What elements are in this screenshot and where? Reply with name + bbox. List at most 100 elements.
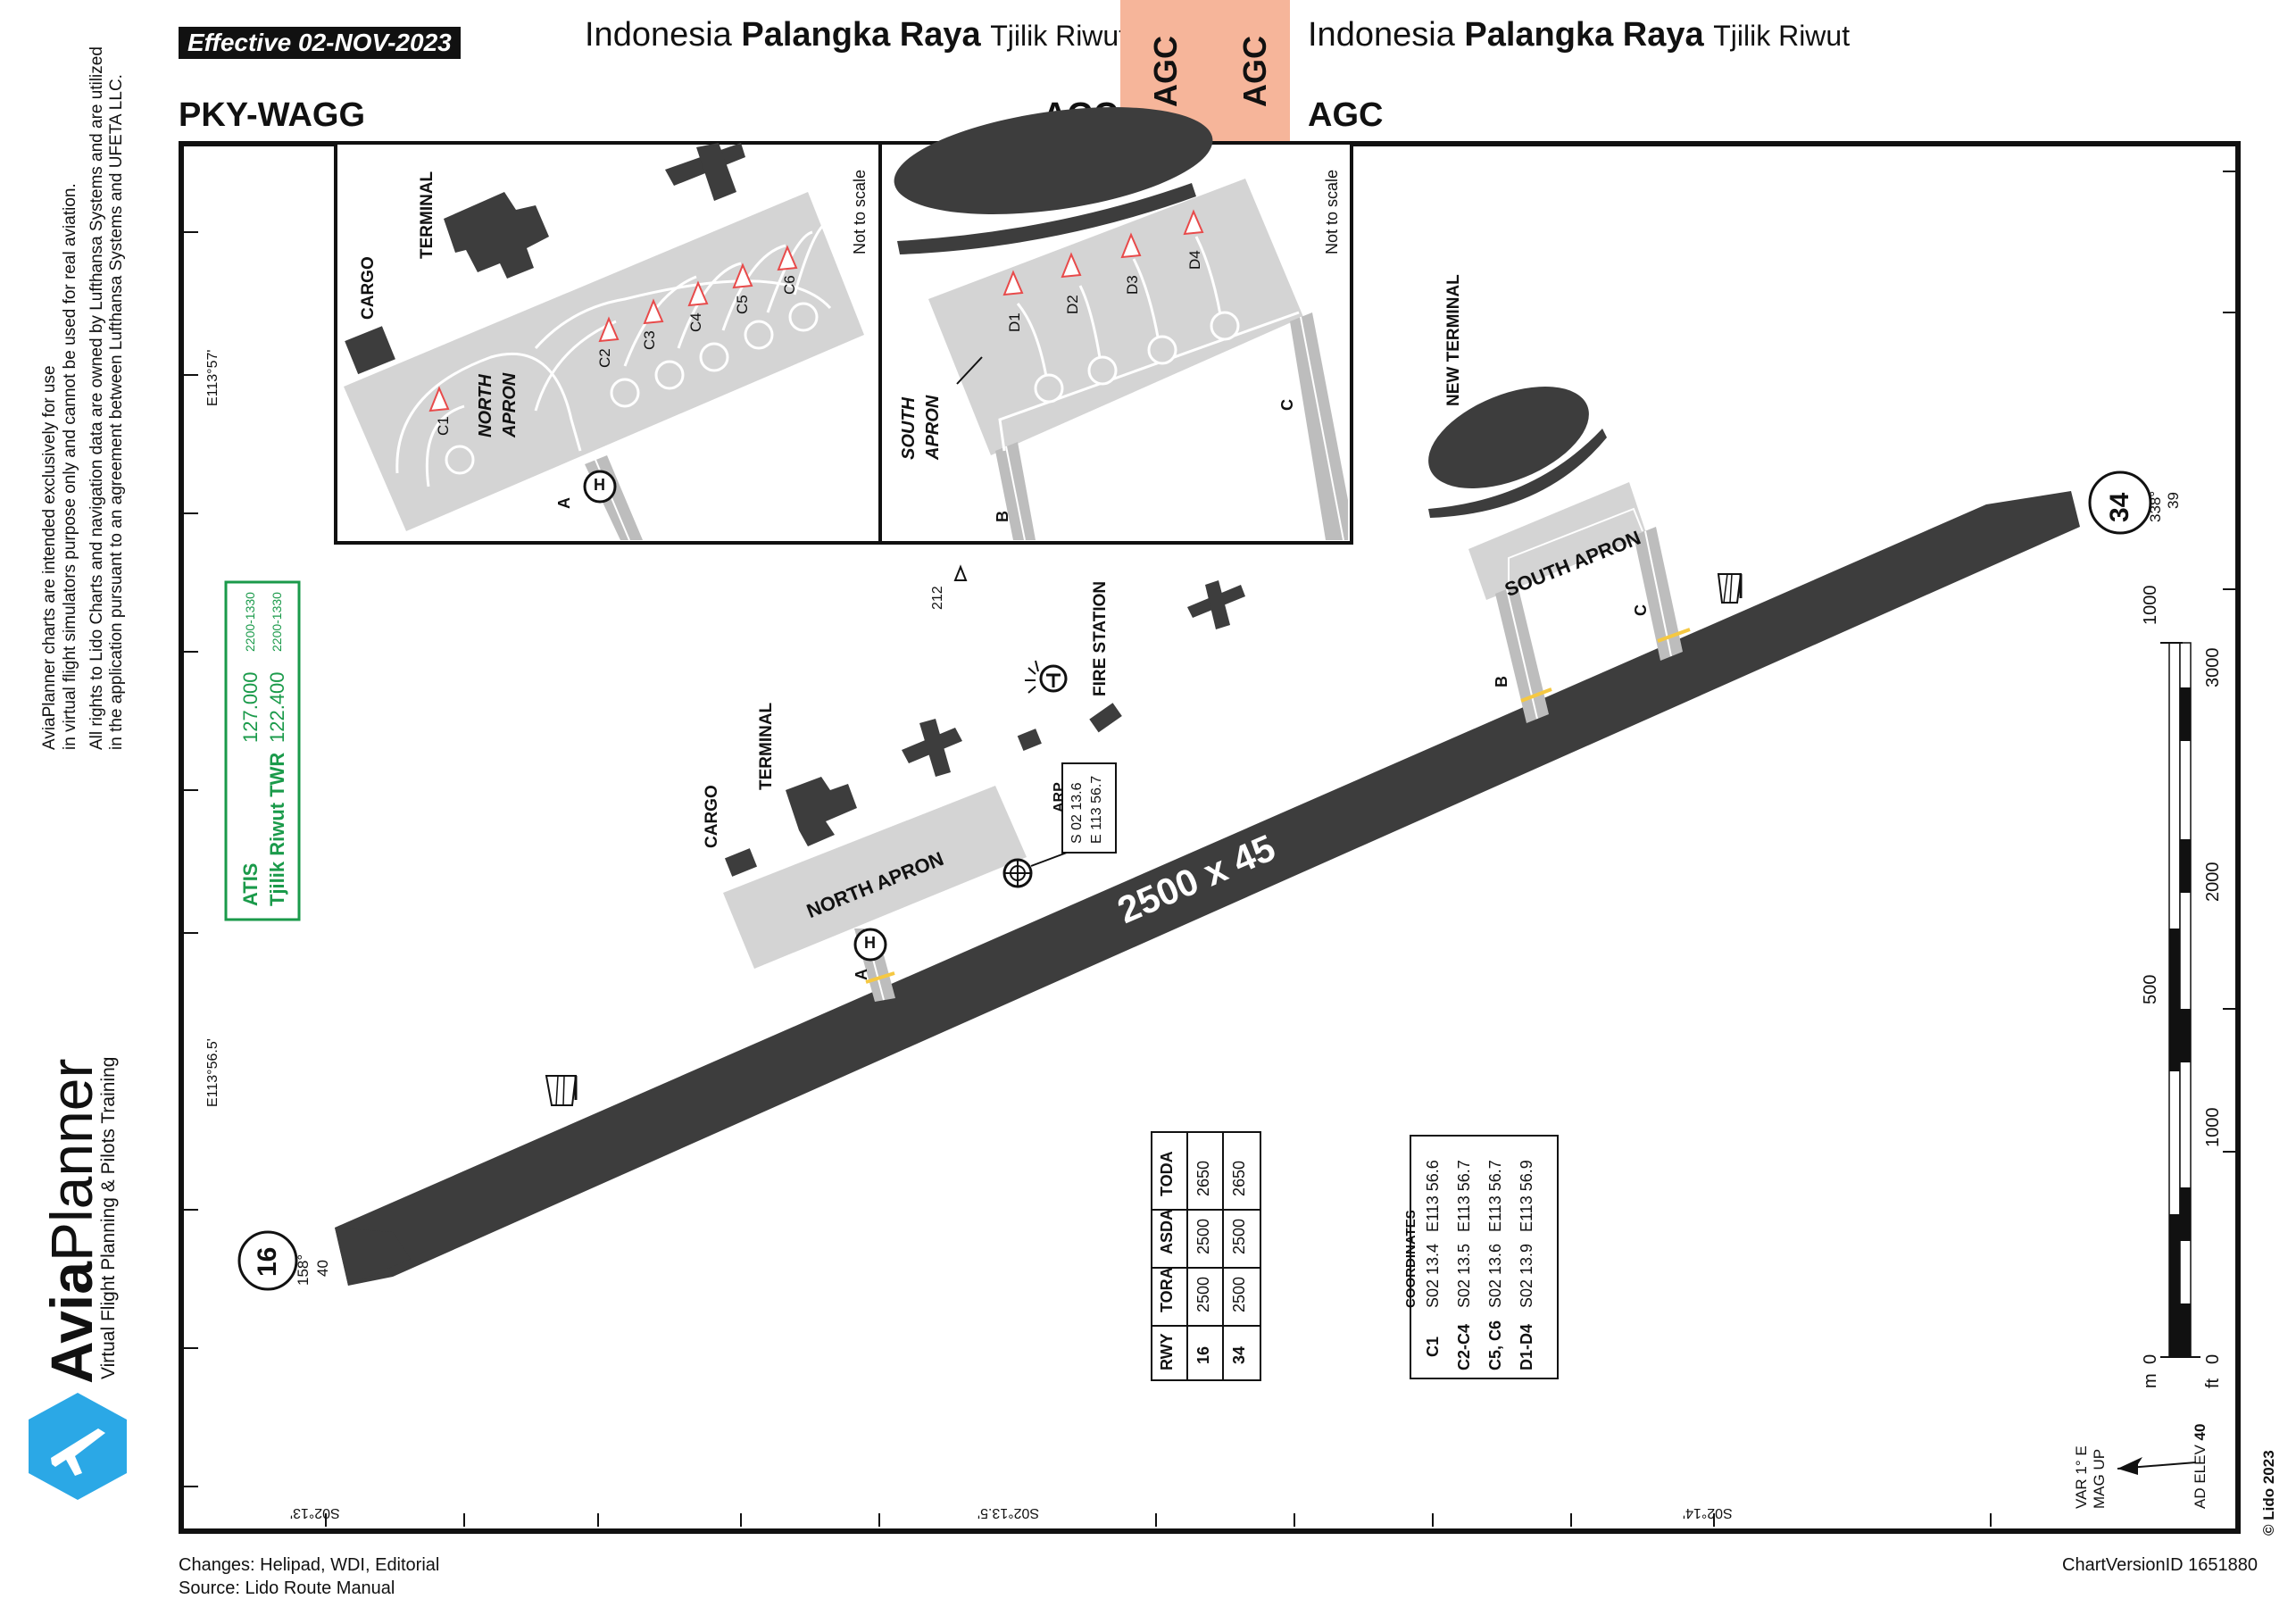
mag-north-arrow xyxy=(2117,1457,2197,1475)
inset-label-south-apron-1: SOUTH xyxy=(899,397,919,460)
runway-34-elev: 39 xyxy=(2165,492,2182,509)
freq-hours-atis: 2200-1330 xyxy=(243,592,257,652)
stand-c3: C3 xyxy=(641,330,658,350)
stand-c4: C4 xyxy=(687,312,704,332)
new-terminal-building xyxy=(1428,387,1607,518)
scale-m-0: 0 xyxy=(2141,1353,2160,1364)
obstacle-elevation: 212 xyxy=(930,586,945,610)
label-taxi-a: A xyxy=(853,969,870,980)
rwy-table-header-asda: ASDA xyxy=(1158,1208,1176,1254)
stand-c5: C5 xyxy=(734,295,751,314)
stand-c6: C6 xyxy=(781,275,798,295)
inset-north-not-to-scale: Not to scale xyxy=(851,169,869,254)
inset-label-north-apron-2: APRON xyxy=(500,372,520,437)
rwy-table-r1-asda: 2500 xyxy=(1194,1218,1212,1254)
scale-ft-3000: 3000 xyxy=(2203,647,2223,688)
coords-title: COORDINATES xyxy=(1403,1210,1418,1308)
coords-r1-lat: S02 13.4 xyxy=(1424,1243,1442,1308)
coords-r3-lon: E113 56.7 xyxy=(1486,1160,1504,1232)
coords-r3-lat: S02 13.6 xyxy=(1486,1243,1504,1308)
runway-end-16-circle xyxy=(237,1230,298,1291)
country: Indonesia xyxy=(1308,16,1455,54)
inset-north-content xyxy=(344,143,864,541)
cargo-building xyxy=(724,848,758,877)
stand-d3: D3 xyxy=(1124,275,1141,295)
stand-d4: D4 xyxy=(1186,250,1203,270)
taxiway-c xyxy=(1634,527,1691,661)
header-title-right: Indonesia Palangka Raya Tjilik Riwut xyxy=(1308,16,1850,54)
graticule-left-top: E113°57' xyxy=(205,349,220,406)
inset-label-taxi-c: C xyxy=(1278,399,1296,411)
graticule-bottom-1: S02°13' xyxy=(290,1505,340,1520)
north-apron xyxy=(723,786,1027,969)
rwy-table-r2-toda: 2650 xyxy=(1230,1160,1248,1196)
graticule-bottom-3: S02°14' xyxy=(1683,1505,1733,1520)
freq-name-twr: Tjilik Riwut TWR xyxy=(266,752,288,906)
inset-south-content xyxy=(894,107,1348,541)
rwy-table-header-toda: TODA xyxy=(1158,1151,1176,1196)
rwy-table-r2-tora: 2500 xyxy=(1230,1276,1248,1312)
coords-r4-lat: S02 13.9 xyxy=(1518,1243,1535,1308)
graticule-ticks xyxy=(184,231,2236,1527)
effective-date: Effective 02-NOV-2023 xyxy=(179,27,461,59)
coords-r2-lon: E113 56.7 xyxy=(1455,1160,1473,1232)
obstacle-icon xyxy=(953,564,968,581)
ad-elev-value: 40 xyxy=(2192,1423,2209,1441)
airport-name: Tjilik Riwut xyxy=(990,20,1127,52)
arp-symbol xyxy=(1002,852,1068,888)
runway-16-elev: 40 xyxy=(314,1260,331,1277)
label-taxi-b: B xyxy=(1493,676,1510,687)
freq-value-twr: 122.400 xyxy=(266,671,288,743)
ad-elev-label: AD ELEV xyxy=(2192,1445,2209,1509)
terminal-building xyxy=(786,777,857,846)
coords-r3-name: C5, C6 xyxy=(1486,1320,1504,1370)
runway-16-34 xyxy=(335,491,2080,1286)
runway-34-bearing: 338° xyxy=(2147,490,2164,522)
label-taxi-c: C xyxy=(1632,604,1650,616)
city: Palangka Raya xyxy=(741,16,981,54)
label-new-terminal: NEW TERMINAL xyxy=(1444,274,1463,406)
freq-hours-twr: 2200-1330 xyxy=(270,592,284,652)
tower-icon xyxy=(1025,660,1068,694)
header-title-left: Indonesia Palangka Raya Tjilik Riwut xyxy=(585,16,1127,54)
building-cross-2 xyxy=(1187,580,1245,629)
airplane-icon xyxy=(20,1388,136,1504)
taxiway-b xyxy=(1495,585,1552,723)
runway-end-34-circle xyxy=(2088,471,2152,535)
footer-changes: Changes: Helipad, WDI, Editorial xyxy=(179,1555,440,1575)
mag-var: VAR 1° E xyxy=(2073,1445,2090,1509)
runway-end-34-id: 34 xyxy=(2105,492,2134,522)
inset-label-taxi-a: A xyxy=(555,497,573,509)
rwy-table-r1-rwy: 16 xyxy=(1194,1345,1212,1364)
scale-m-1000: 1000 xyxy=(2141,585,2160,626)
scale-ft-1000: 1000 xyxy=(2203,1107,2223,1148)
arp-label: ARP xyxy=(1052,782,1067,812)
coords-r1-lon: E113 56.6 xyxy=(1424,1160,1442,1232)
scale-m-unit: m xyxy=(2141,1373,2161,1388)
stand-d2: D2 xyxy=(1064,295,1081,314)
scale-ft-unit: ft xyxy=(2203,1378,2223,1388)
rwy-table-header-rwy: RWY xyxy=(1158,1333,1176,1370)
coordinates-table-box xyxy=(1410,1135,1559,1379)
footer-source: Source: Lido Route Manual xyxy=(179,1578,395,1598)
windsock-icon xyxy=(1717,573,1743,604)
rwy-table-header-tora: TORA xyxy=(1158,1267,1176,1312)
south-apron xyxy=(1468,482,1647,600)
inset-south-not-to-scale: Not to scale xyxy=(1323,169,1341,254)
runway-table-grid xyxy=(1151,1131,1261,1381)
rwy-table-r2-rwy: 34 xyxy=(1230,1345,1248,1364)
graticule-bottom-2: S02°13.5' xyxy=(977,1505,1040,1520)
rwy-table-r1-toda: 2650 xyxy=(1194,1160,1212,1196)
mag-up: MAG UP xyxy=(2091,1448,2108,1509)
coords-r4-lon: E113 56.9 xyxy=(1518,1160,1535,1232)
runway-16-bearing: 158° xyxy=(295,1253,312,1286)
stand-c1: C1 xyxy=(435,416,452,436)
helipad-north xyxy=(853,928,887,962)
windsock-icon xyxy=(545,1075,578,1106)
coords-r4-name: D1-D4 xyxy=(1518,1323,1535,1370)
inset-label-cargo: CARGO xyxy=(359,256,378,320)
graticule-left-bottom: E113°56.5' xyxy=(205,1038,220,1107)
arp-box xyxy=(1061,762,1117,854)
scale-ft-0: 0 xyxy=(2203,1353,2223,1364)
